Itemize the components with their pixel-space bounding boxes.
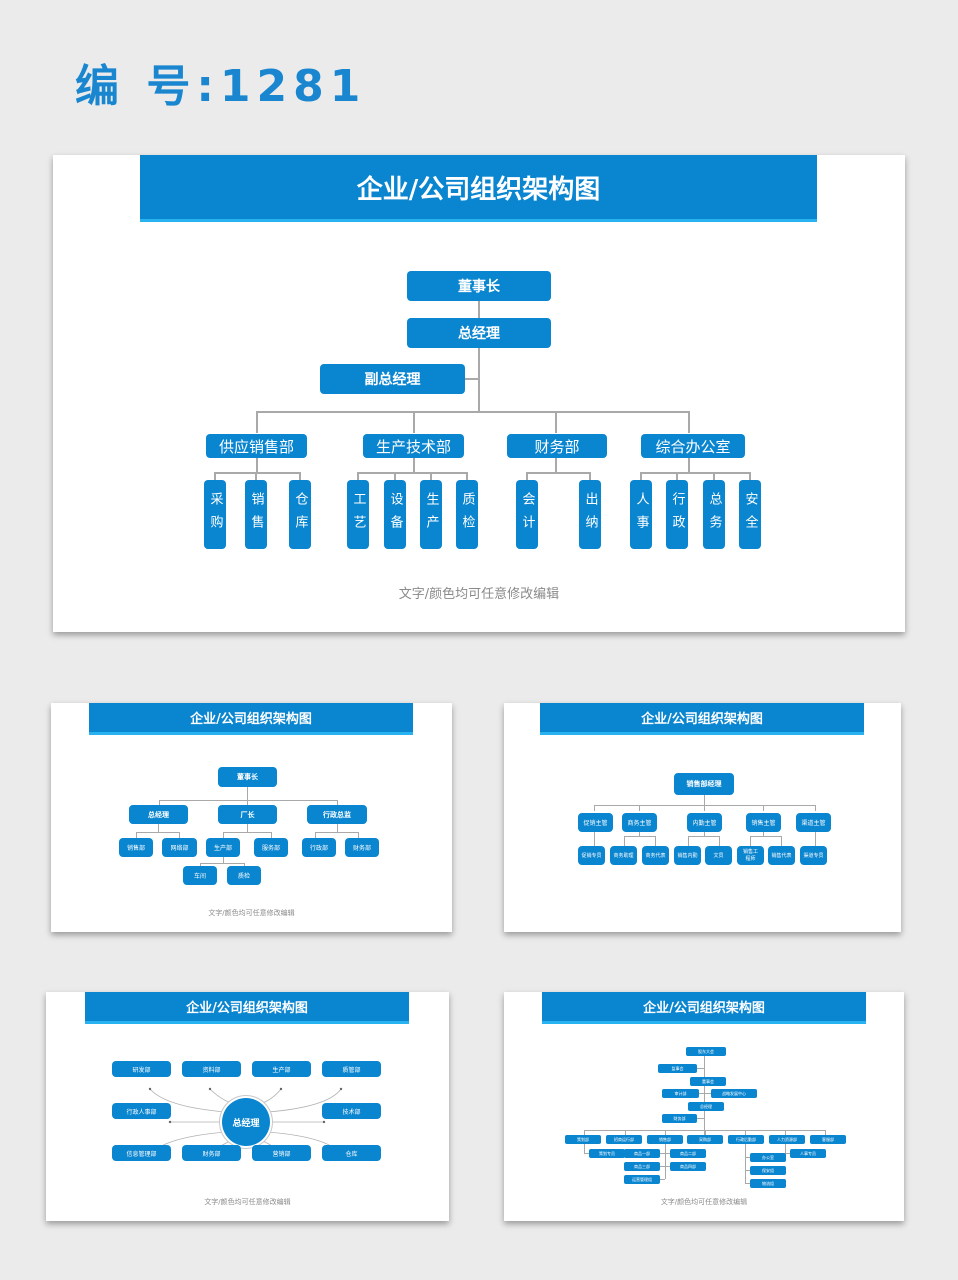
slide-1-title-banner: 企业/公司组织架构图	[140, 155, 817, 222]
node-finance-dept[interactable]: 财务部	[662, 1114, 697, 1123]
node-leaf-production[interactable]: 生产	[420, 480, 442, 549]
node-leaf-accounting[interactable]: 会计	[516, 480, 538, 549]
node-leaf-quality[interactable]: 质检	[456, 480, 478, 549]
node-quality-mgmt-dept[interactable]: 质管部	[322, 1061, 381, 1077]
node-leaf-general-affairs[interactable]: 总务	[703, 480, 725, 549]
node-dept-production-tech[interactable]: 生产技术部	[363, 434, 464, 458]
node-security-group[interactable]: 保安组	[750, 1166, 786, 1175]
node-network-dept[interactable]: 网络部	[162, 838, 197, 857]
node-leaf-admin[interactable]: 行政	[666, 480, 688, 549]
node-dept-supply-sales[interactable]: 供应销售部	[206, 434, 307, 458]
slide-1-caption: 文字/颜色均可任意修改编辑	[398, 587, 560, 602]
node-merchant-ops-dept[interactable]: 招商运行部	[606, 1135, 642, 1144]
node-sales-rep[interactable]: 销售代表	[768, 846, 795, 865]
slide-3-title-banner: 企业/公司组织架构图	[540, 703, 864, 735]
node-workshop[interactable]: 车间	[183, 866, 217, 885]
node-promotion-supervisor[interactable]: 促销主管	[578, 813, 613, 832]
node-general-manager[interactable]: 总经理	[407, 318, 551, 348]
node-warehouse[interactable]: 仓库	[322, 1145, 381, 1161]
node-leaf-process[interactable]: 工艺	[347, 480, 369, 549]
slide-5-caption: 文字/颜色均可任意修改编辑	[660, 1198, 748, 1206]
node-product-dept-3[interactable]: 商品三部	[624, 1162, 660, 1171]
node-deputy-general-manager[interactable]: 副总经理	[320, 364, 465, 394]
node-sales-dept[interactable]: 销售部	[647, 1135, 683, 1144]
node-channel-specialist[interactable]: 渠道专员	[800, 846, 827, 865]
node-sales-supervisor[interactable]: 销售主管	[746, 813, 781, 832]
node-data-dept[interactable]: 资料部	[182, 1061, 241, 1077]
node-business-supervisor[interactable]: 商务主管	[622, 813, 657, 832]
node-office[interactable]: 办公室	[750, 1153, 786, 1162]
node-marketing-dept[interactable]: 营销部	[252, 1145, 311, 1161]
node-leaf-safety[interactable]: 安全	[739, 480, 761, 549]
node-finance-dept[interactable]: 财务部	[182, 1145, 241, 1161]
slide-4-caption: 文字/颜色均可任意修改编辑	[204, 1198, 291, 1206]
node-clerk[interactable]: 文员	[705, 846, 732, 865]
node-business-rep[interactable]: 商务代表	[642, 846, 669, 865]
slide-2-org-chart[interactable]: 企业/公司组织架构图 董事长 总经理 厂长 行政总监 销售部 网络部 生产部 服…	[51, 703, 452, 932]
slide-3-sales-org-chart[interactable]: 企业/公司组织架构图 销售部经理 促销主管 商务主管 内勤主管 销售主管 渠道主…	[504, 703, 901, 932]
node-production-dept[interactable]: 生产部	[252, 1061, 311, 1077]
node-chairman[interactable]: 董事长	[218, 767, 277, 787]
node-channel-supervisor[interactable]: 渠道主管	[796, 813, 831, 832]
node-leaf-warehouse[interactable]: 仓库	[289, 480, 311, 549]
slide-4-title-banner: 企业/公司组织架构图	[85, 992, 409, 1024]
node-logistics-group[interactable]: 物流组	[750, 1179, 786, 1188]
slide-1-main-org-chart[interactable]: 企业/公司组织架构图 董事长 总经理 副总经理 供应销售部 生产技术部 财务部 …	[53, 155, 905, 632]
node-general-manager[interactable]: 总经理	[688, 1102, 724, 1111]
node-admin-dept[interactable]: 行政部	[302, 838, 336, 857]
slide-2-title-banner: 企业/公司组织架构图	[89, 703, 413, 735]
slide-5-full-org-chart[interactable]: 企业/公司组织架构图 股东大会 监事会 董事会 审计部 战略发展中心 总经理 财…	[504, 992, 904, 1221]
node-leaf-cashier[interactable]: 出纳	[579, 480, 601, 549]
node-sales-office[interactable]: 销售内勤	[674, 846, 701, 865]
node-promotion-specialist[interactable]: 促销专员	[578, 846, 605, 865]
node-purchasing-dept[interactable]: 采购部	[687, 1135, 723, 1144]
node-general-manager-center[interactable]: 总经理	[222, 1098, 270, 1146]
node-supervisory-board[interactable]: 监事会	[658, 1064, 697, 1073]
node-info-mgmt-dept[interactable]: 信息管理部	[112, 1145, 171, 1161]
node-dept-finance[interactable]: 财务部	[507, 434, 607, 458]
node-leaf-equipment[interactable]: 设备	[384, 480, 406, 549]
node-admin-director[interactable]: 行政总监	[307, 805, 367, 824]
slide-4-radial-org-chart[interactable]: 企业/公司组织架构图 总经理 研发部 资料部 生产部 质管部 行政人事部 技术部…	[46, 992, 449, 1221]
slide-5-title-banner: 企业/公司组织架构图	[542, 992, 866, 1024]
node-leaf-hr[interactable]: 人事	[630, 480, 652, 549]
node-customer-service-dept[interactable]: 客服部	[810, 1135, 846, 1144]
node-sales-manager[interactable]: 销售部经理	[674, 773, 734, 795]
node-office-supervisor[interactable]: 内勤主管	[687, 813, 722, 832]
node-chairman[interactable]: 董事长	[407, 271, 551, 301]
node-planning-dept[interactable]: 策划部	[565, 1135, 601, 1144]
node-sales-dept[interactable]: 销售部	[119, 838, 153, 857]
node-shareholders-meeting[interactable]: 股东大会	[686, 1047, 726, 1056]
node-leaf-sales[interactable]: 销售	[245, 480, 267, 549]
node-dept-general-office[interactable]: 综合办公室	[641, 434, 745, 458]
node-rd-dept[interactable]: 研发部	[112, 1061, 171, 1077]
node-product-dept-4[interactable]: 商品四部	[670, 1162, 706, 1171]
node-finance-dept[interactable]: 财务部	[345, 838, 379, 857]
node-hr-specialist[interactable]: 人事专员	[790, 1149, 826, 1158]
slide-2-caption: 文字/颜色均可任意修改编辑	[208, 909, 295, 917]
node-admin-hr-dept[interactable]: 行政人事部	[112, 1103, 171, 1119]
node-product-dept-2[interactable]: 商品二部	[670, 1149, 706, 1158]
node-ops-mgmt-group[interactable]: 运营管理组	[624, 1175, 660, 1184]
node-factory-director[interactable]: 厂长	[218, 805, 277, 824]
node-product-dept-1[interactable]: 商品一部	[624, 1149, 660, 1158]
node-quality-inspection[interactable]: 质检	[227, 866, 261, 885]
node-service-dept[interactable]: 服务部	[254, 838, 288, 857]
node-general-manager[interactable]: 总经理	[129, 805, 188, 824]
node-business-assistant[interactable]: 商务助理	[610, 846, 637, 865]
node-strategy-center[interactable]: 战略发展中心	[711, 1089, 757, 1098]
node-leaf-procurement[interactable]: 采购	[204, 480, 226, 549]
node-admin-logistics-dept[interactable]: 行政后勤部	[728, 1135, 764, 1144]
node-hr-dept[interactable]: 人力资源部	[769, 1135, 805, 1144]
node-tech-dept[interactable]: 技术部	[322, 1103, 381, 1119]
node-audit-dept[interactable]: 审计部	[662, 1089, 699, 1098]
template-code-label: 编 号:1281	[75, 61, 367, 112]
node-board-of-directors[interactable]: 董事会	[690, 1077, 726, 1086]
node-sales-engineer[interactable]: 销售工程师	[737, 846, 764, 865]
node-production-dept[interactable]: 生产部	[206, 838, 240, 857]
node-planning-specialist[interactable]: 策划专员	[589, 1149, 625, 1158]
